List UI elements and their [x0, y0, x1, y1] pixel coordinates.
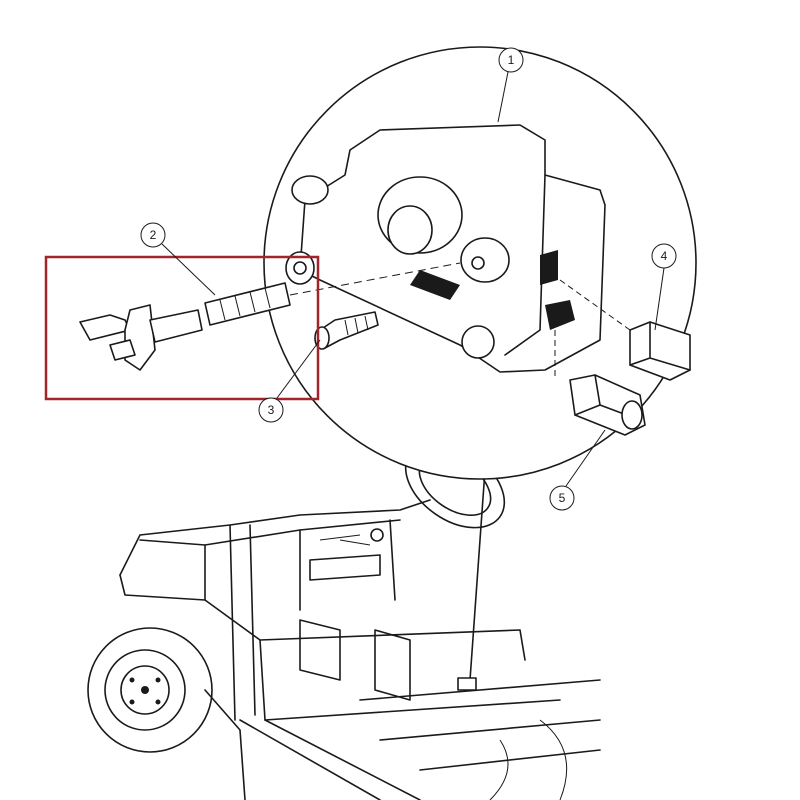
large-connector-part: [554, 320, 646, 436]
callout-1: 1: [498, 47, 524, 73]
highlight-box: [44, 255, 320, 401]
callout-label: 3: [268, 403, 275, 417]
callout-5: 5: [549, 485, 575, 511]
callout-label: 1: [508, 53, 515, 67]
callout-label: 4: [661, 249, 668, 263]
leader-lines: [161, 71, 665, 487]
callout-2: 2: [140, 222, 166, 248]
callout-label: 5: [559, 491, 566, 505]
shaft-part: [79, 262, 461, 371]
callout-label: 2: [150, 228, 157, 242]
callout-3: 3: [258, 397, 284, 423]
module-part: [285, 124, 606, 373]
small-connector-part: [559, 279, 691, 381]
golf-cart-drawing: [87, 441, 601, 800]
callout-4: 4: [651, 243, 677, 269]
